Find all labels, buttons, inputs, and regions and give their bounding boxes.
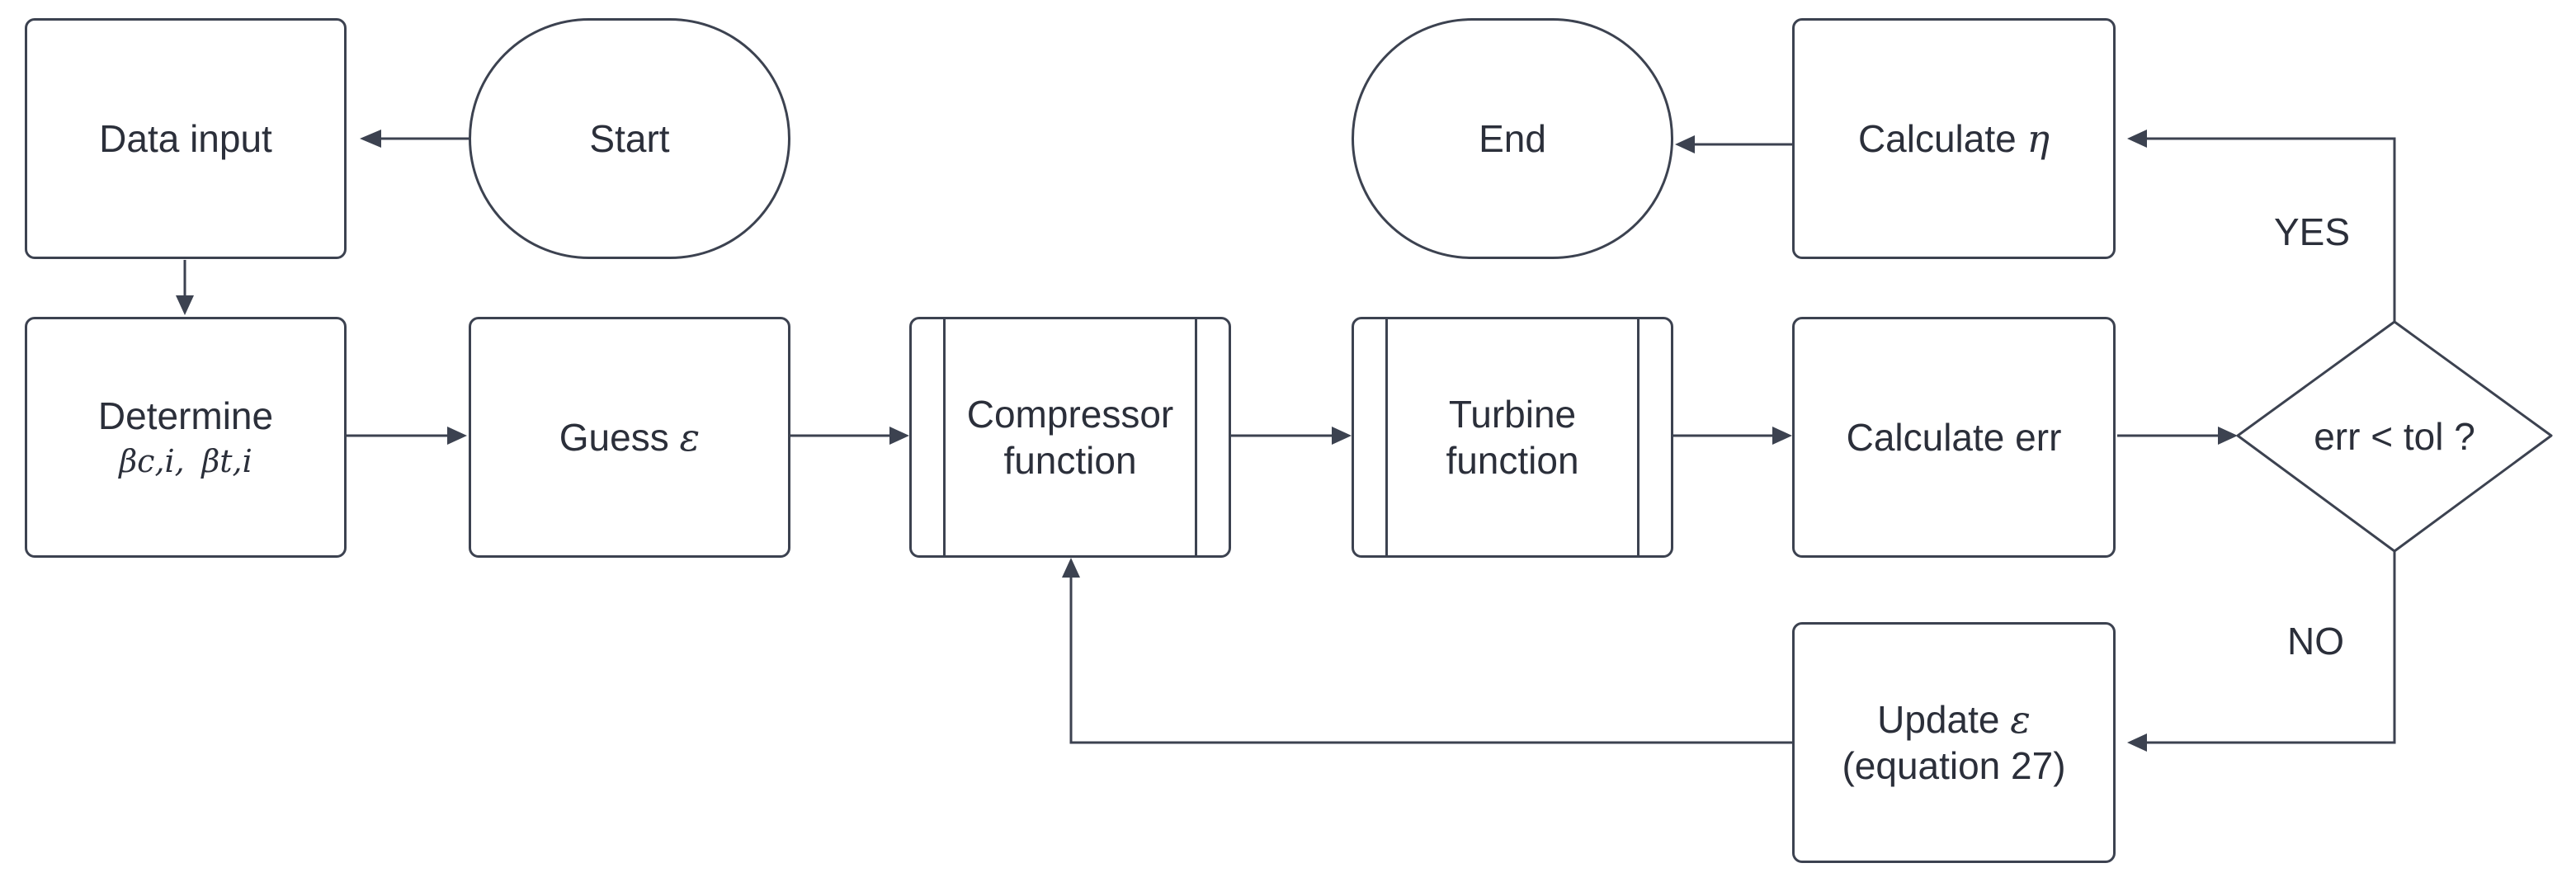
- beta-c-symbol: βc,i,: [119, 443, 185, 480]
- turbine-function-box: Turbine function: [1352, 317, 1673, 558]
- turbine-line2: function: [1446, 439, 1579, 482]
- calculate-eta-text: Calculate: [1857, 116, 2017, 160]
- compressor-line2: function: [1003, 439, 1137, 482]
- arrowhead: [889, 427, 909, 445]
- compressor-right-bar: [1195, 319, 1197, 555]
- update-text: Update: [1877, 697, 2000, 741]
- guess-epsilon-label: Guess ε: [559, 414, 700, 460]
- start-terminal: Start: [469, 18, 790, 259]
- guess-epsilon-box: Guess ε: [469, 317, 790, 558]
- start-label: Start: [589, 116, 670, 160]
- calculate-eta-label: Calculate η: [1858, 116, 2050, 162]
- calculate-eta-box: Calculate η: [1792, 18, 2116, 259]
- update-line2: (equation 27): [1842, 744, 2066, 787]
- turbine-left-bar: [1385, 319, 1388, 555]
- calculate-err-label: Calculate err: [1846, 415, 2062, 459]
- arrowhead: [1332, 427, 1352, 445]
- beta-symbols: βc,i, βt,i: [119, 442, 252, 481]
- data-input-box: Data input: [25, 18, 347, 259]
- arrowhead: [447, 427, 467, 445]
- determine-box: Determine βc,i, βt,i: [25, 317, 347, 558]
- arrowhead: [360, 130, 381, 148]
- decision-diamond: [2236, 320, 2553, 553]
- turbine-line1: Turbine: [1448, 392, 1577, 436]
- arrowhead: [1062, 558, 1080, 578]
- calculate-err-box: Calculate err: [1792, 317, 2116, 558]
- arrowhead: [176, 295, 194, 315]
- arrowhead: [2127, 733, 2147, 752]
- arrowhead: [1772, 427, 1792, 445]
- decision-label: err < tol ?: [2314, 415, 2475, 458]
- arrowhead: [2218, 427, 2238, 445]
- arrowhead: [2127, 130, 2147, 148]
- no-label: NO: [2287, 620, 2344, 663]
- guess-text: Guess: [559, 415, 669, 459]
- update-line1: Update ε: [1877, 696, 2031, 743]
- compressor-line1: Compressor: [966, 392, 1174, 436]
- epsilon-symbol: ε: [679, 414, 701, 460]
- data-input-label: Data input: [99, 116, 272, 160]
- arrowhead: [1675, 135, 1695, 153]
- beta-t-symbol: βt,i: [201, 443, 252, 480]
- arrow-yes-to-calc-eta: [2147, 137, 2396, 322]
- yes-label: YES: [2274, 210, 2351, 253]
- update-epsilon-box: Update ε (equation 27): [1792, 622, 2116, 863]
- update-epsilon-symbol: ε: [2010, 696, 2031, 742]
- turbine-right-bar: [1637, 319, 1639, 555]
- compressor-left-bar: [943, 319, 946, 555]
- compressor-function-box: Compressor function: [909, 317, 1231, 558]
- determine-label: Determine: [97, 394, 274, 438]
- eta-symbol: η: [2026, 116, 2050, 161]
- arrow-update-to-compressor: [1069, 578, 1792, 744]
- end-terminal: End: [1352, 18, 1673, 259]
- end-label: End: [1479, 116, 1546, 160]
- arrow-no-to-update: [2147, 551, 2396, 744]
